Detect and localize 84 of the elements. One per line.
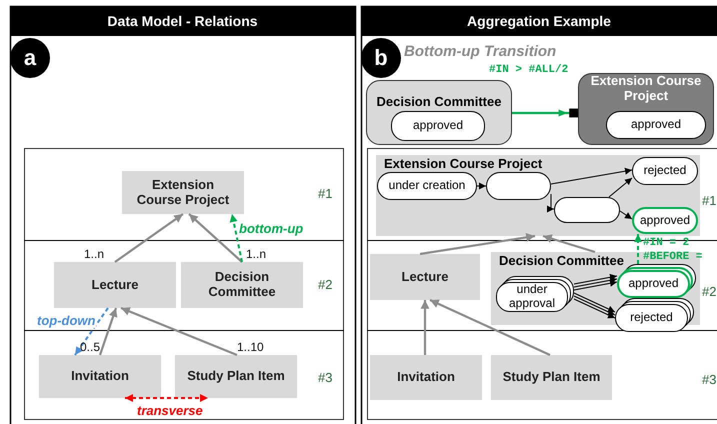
multiplicity-label: 1..n bbox=[84, 247, 104, 261]
arrow bbox=[608, 178, 632, 198]
state-pill bbox=[391, 111, 485, 141]
entity-state-box bbox=[366, 80, 512, 145]
arrow bbox=[420, 300, 430, 355]
state-pill bbox=[606, 111, 706, 139]
arrow bbox=[125, 394, 208, 402]
arrow bbox=[420, 233, 536, 256]
arrow bbox=[574, 276, 618, 288]
node-label: Study Plan Item bbox=[502, 370, 600, 385]
entity-state-box bbox=[578, 73, 714, 145]
arrow bbox=[120, 306, 238, 356]
entity-box bbox=[370, 254, 480, 300]
state-pill bbox=[632, 207, 698, 234]
arrow bbox=[620, 210, 632, 220]
level-label: #2 bbox=[318, 277, 332, 292]
arrow bbox=[74, 307, 109, 356]
arrow bbox=[476, 182, 486, 190]
arrow bbox=[574, 280, 618, 290]
arrow bbox=[114, 213, 184, 263]
node-label: approved bbox=[412, 119, 464, 133]
empty-state-pill bbox=[554, 197, 620, 223]
arrow bbox=[430, 299, 550, 356]
edge-label: bottom-up bbox=[238, 221, 304, 236]
multiplicity-label: 0..5 bbox=[80, 340, 100, 354]
node-label: Extension Course Project bbox=[590, 74, 702, 104]
node-label: Invitation bbox=[397, 370, 455, 385]
level-label: #3 bbox=[318, 370, 332, 385]
panel-title: Data Model - Relations bbox=[107, 12, 258, 30]
node-label: Lecture bbox=[92, 278, 138, 292]
node-label: approved bbox=[628, 277, 679, 291]
node-label: rejected bbox=[630, 311, 673, 325]
panel-badge bbox=[361, 38, 401, 78]
panel-header bbox=[10, 6, 355, 36]
level-label: #1 bbox=[318, 186, 332, 201]
arrow bbox=[542, 234, 596, 254]
state-stack bbox=[615, 298, 694, 332]
arrow bbox=[188, 213, 243, 263]
entity-box bbox=[491, 355, 612, 400]
entity-box bbox=[370, 355, 482, 400]
level-label: #2 bbox=[702, 284, 716, 299]
entity-box bbox=[39, 355, 161, 398]
arrow bbox=[634, 234, 642, 264]
panel-header bbox=[361, 6, 717, 36]
entity-box bbox=[175, 355, 297, 398]
arrow bbox=[98, 308, 118, 356]
panel-letter: a bbox=[24, 45, 36, 71]
arrow bbox=[574, 274, 618, 284]
level-label: #1 bbox=[702, 193, 716, 208]
state-stack bbox=[617, 264, 696, 298]
condition-label: #BEFORE = bbox=[643, 251, 702, 263]
panel-title: Aggregation Example bbox=[467, 12, 611, 30]
node-label: rejected bbox=[644, 164, 686, 178]
node-label: Decision Committee bbox=[499, 254, 624, 269]
node-label: Lecture bbox=[402, 270, 448, 284]
state-stack bbox=[496, 276, 574, 312]
arrow bbox=[230, 214, 243, 262]
node-label: under creation bbox=[388, 179, 466, 193]
edge-label: top-down bbox=[36, 313, 96, 328]
node-label: approved bbox=[640, 214, 690, 228]
entity-box bbox=[54, 262, 176, 308]
node-label: under approval bbox=[508, 283, 556, 311]
arrow bbox=[512, 108, 578, 118]
multiplicity-label: 1..10 bbox=[237, 340, 264, 354]
node-label: Decision Committee bbox=[376, 95, 502, 110]
node-label: Invitation bbox=[71, 369, 129, 384]
entity-box bbox=[122, 171, 244, 214]
multiplicity-label: 1..n bbox=[246, 247, 266, 261]
entity-region bbox=[376, 155, 700, 236]
empty-state-pill bbox=[486, 172, 551, 200]
arrow bbox=[547, 194, 554, 212]
node-label: Extension Course Project bbox=[136, 178, 230, 208]
node-label: Study Plan Item bbox=[187, 369, 285, 384]
entity-box bbox=[181, 262, 303, 308]
state-pill bbox=[377, 172, 477, 200]
panel-badge bbox=[10, 38, 50, 78]
arrow bbox=[550, 168, 632, 184]
node-label: Extension Course Project bbox=[384, 157, 542, 172]
node-label: approved bbox=[630, 118, 682, 132]
transition-title: Bottom-up Transition bbox=[404, 43, 556, 60]
level-label: #3 bbox=[702, 372, 716, 387]
node-label: Decision Committee bbox=[207, 270, 277, 300]
panel-letter: b bbox=[374, 45, 388, 71]
state-pill bbox=[632, 157, 698, 185]
